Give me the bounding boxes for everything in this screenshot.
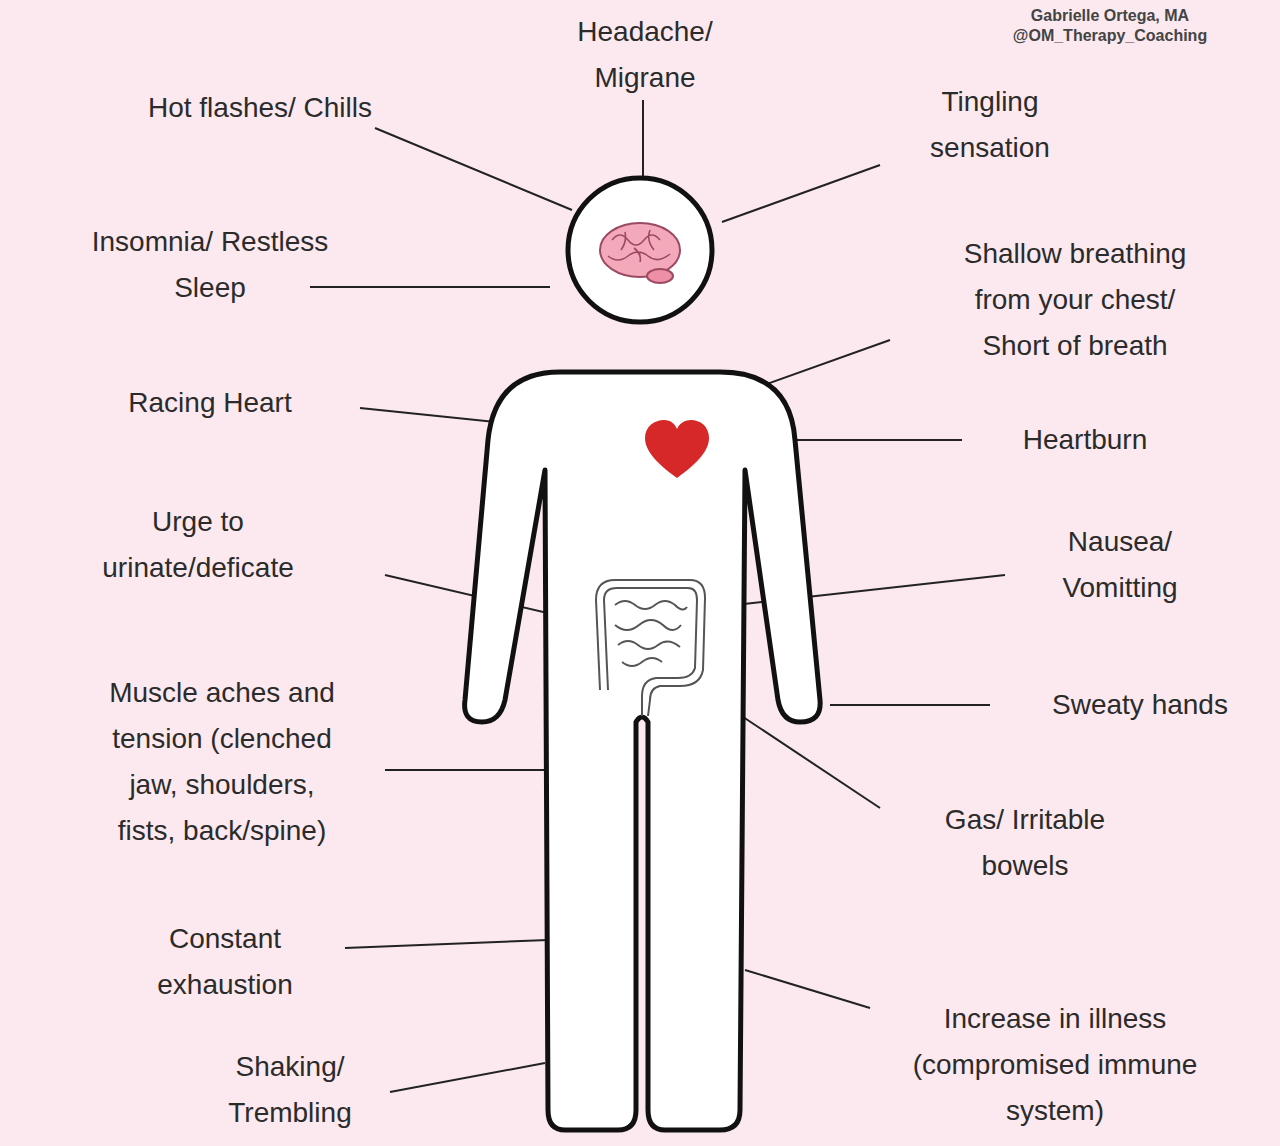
leader-line bbox=[642, 100, 644, 176]
symptom-label: Shallow breathing from your chest/ Short… bbox=[940, 231, 1210, 369]
symptom-label: Gas/ Irritable bowels bbox=[905, 797, 1145, 889]
leader-line bbox=[345, 940, 548, 948]
symptom-label: Sweaty hands bbox=[1010, 682, 1270, 728]
symptom-label: Increase in illness (compromised immune … bbox=[905, 996, 1205, 1134]
leader-line bbox=[745, 970, 870, 1008]
brain-folds bbox=[608, 230, 670, 262]
symptom-label: Hot flashes/ Chills bbox=[140, 85, 380, 131]
symptom-label: Constant exhaustion bbox=[115, 916, 335, 1008]
body-outline bbox=[465, 372, 821, 1130]
leader-line bbox=[375, 128, 572, 210]
symptom-label: Insomnia/ Restless Sleep bbox=[65, 219, 355, 311]
symptom-label: Urge to urinate/deficate bbox=[68, 499, 328, 591]
small-intestine bbox=[615, 601, 687, 666]
leader-line bbox=[385, 769, 545, 771]
leader-line bbox=[722, 165, 880, 222]
cerebellum-shape bbox=[647, 269, 673, 283]
symptom-label: Heartburn bbox=[965, 417, 1205, 463]
symptom-label: Muscle aches and tension (clenched jaw, … bbox=[97, 670, 347, 854]
symptom-label: Shaking/ Trembling bbox=[190, 1044, 390, 1136]
symptom-label: Headache/ Migrane bbox=[545, 9, 745, 101]
leader-line bbox=[390, 1063, 545, 1092]
heart-icon bbox=[645, 420, 709, 478]
symptom-label: Racing Heart bbox=[60, 380, 360, 426]
large-intestine bbox=[596, 580, 705, 716]
intestines-icon bbox=[596, 580, 705, 716]
symptom-label: Nausea/ Vomitting bbox=[1020, 519, 1220, 611]
brain-shape bbox=[600, 223, 680, 277]
leader-line bbox=[310, 286, 550, 288]
leader-line bbox=[830, 704, 990, 706]
large-intestine-inner bbox=[604, 588, 697, 716]
symptom-label: Tingling sensation bbox=[890, 79, 1090, 171]
head-outline bbox=[568, 178, 712, 322]
brain-icon bbox=[600, 223, 680, 283]
credit-label: Gabrielle Ortega, MA @OM_Therapy_Coachin… bbox=[1000, 6, 1220, 46]
